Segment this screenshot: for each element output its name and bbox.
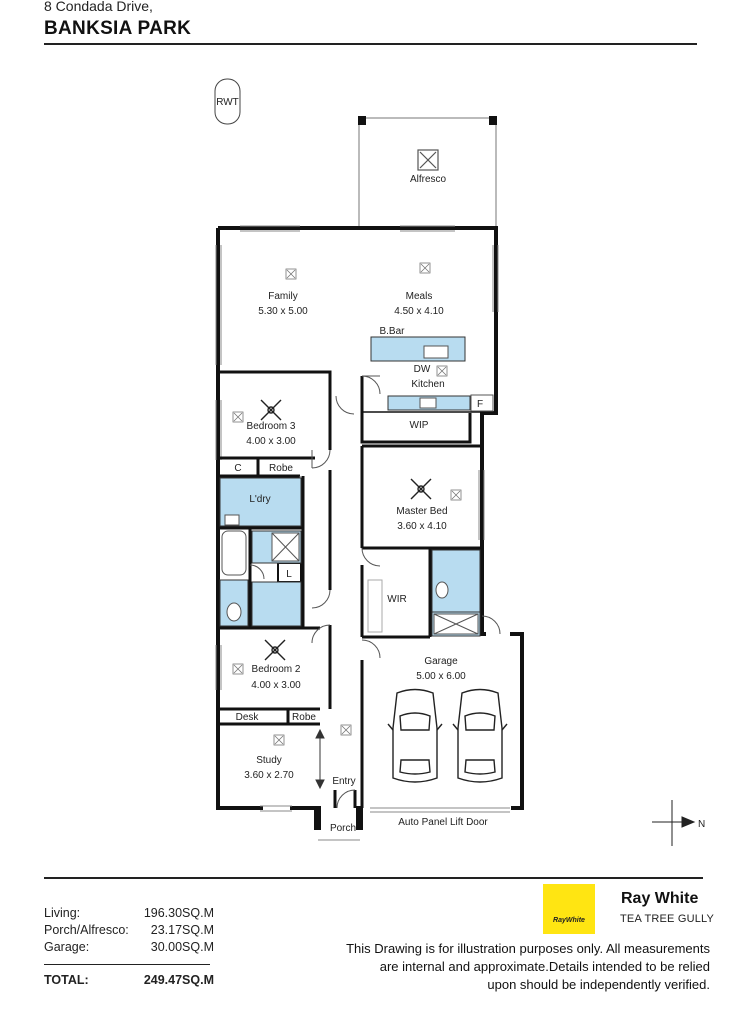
alfresco-fan-icon bbox=[417, 149, 439, 171]
porch-label: Porch bbox=[330, 823, 356, 834]
linen-l-label: L bbox=[286, 569, 292, 580]
area-value: 23.17SQ.M bbox=[150, 923, 214, 937]
area-row-porch: Porch/Alfresco: 23.17SQ.M bbox=[44, 923, 214, 939]
light-icons bbox=[232, 262, 462, 746]
meals-dim: 4.50 x 4.10 bbox=[394, 306, 444, 317]
meals-label: Meals bbox=[406, 291, 433, 302]
bedroom3-label: Bedroom 3 bbox=[247, 421, 296, 432]
disclaimer-line: This Drawing is for illustration purpose… bbox=[346, 941, 710, 956]
laundry-label: L'dry bbox=[249, 494, 270, 505]
linen-c-label: C bbox=[234, 463, 241, 474]
disclaimer-line: are internal and approximate.Details int… bbox=[379, 959, 710, 974]
study-dim: 3.60 x 2.70 bbox=[244, 770, 294, 781]
area-label: Garage: bbox=[44, 940, 90, 954]
fixtures bbox=[221, 345, 494, 635]
family-dim: 5.30 x 5.00 bbox=[258, 306, 308, 317]
study-label: Study bbox=[256, 755, 282, 766]
disclaimer: This Drawing is for illustration purpose… bbox=[318, 940, 710, 994]
porch-outline bbox=[314, 806, 363, 841]
north-arrow bbox=[652, 800, 696, 846]
robe2-label: Robe bbox=[292, 712, 316, 723]
car-icons bbox=[387, 688, 508, 783]
ceiling-fan-icons bbox=[260, 399, 432, 661]
agency-name: Ray White bbox=[621, 890, 699, 907]
entry-label: Entry bbox=[332, 776, 355, 787]
area-row-living: Living: 196.30SQ.M bbox=[44, 906, 214, 922]
alfresco-label: Alfresco bbox=[410, 174, 447, 185]
total-label: TOTAL: bbox=[44, 973, 89, 987]
robe3-label: Robe bbox=[269, 463, 293, 474]
windows bbox=[215, 225, 510, 813]
garage-label: Garage bbox=[424, 656, 458, 667]
ray-white-logo bbox=[543, 884, 595, 934]
street-address: 8 Condada Drive, bbox=[44, 0, 153, 14]
north-label: N bbox=[698, 819, 705, 830]
floor-plan: RWT Alfresco bbox=[214, 78, 705, 846]
dw-label: DW bbox=[414, 364, 431, 375]
area-value: 196.30SQ.M bbox=[143, 906, 214, 920]
fridge-label: F bbox=[477, 399, 483, 410]
lift-door-label: Auto Panel Lift Door bbox=[398, 817, 488, 828]
total-divider bbox=[44, 964, 210, 965]
kitchen-label: Kitchen bbox=[411, 379, 444, 390]
entry-arrow bbox=[315, 728, 325, 790]
wet-areas bbox=[219, 336, 481, 637]
bbar-label: B.Bar bbox=[379, 326, 405, 337]
garage-dim: 5.00 x 6.00 bbox=[416, 671, 466, 682]
bedroom2-dim: 4.00 x 3.00 bbox=[251, 680, 301, 691]
rwt-label: RWT bbox=[216, 97, 239, 108]
footer-divider bbox=[44, 877, 703, 879]
agency-office: TEA TREE GULLY bbox=[620, 913, 715, 925]
bedroom3-dim: 4.00 x 3.00 bbox=[246, 436, 296, 447]
disclaimer-line: upon should be independently verified. bbox=[487, 977, 710, 992]
suburb-title: BANKSIA PARK bbox=[44, 18, 192, 39]
alfresco-outline bbox=[358, 117, 497, 229]
desk-label: Desk bbox=[236, 712, 260, 723]
logo-text: RayWhite bbox=[553, 917, 585, 924]
wir-label: WIR bbox=[387, 594, 406, 605]
rainwater-tank bbox=[214, 78, 241, 125]
internal-walls bbox=[218, 370, 496, 808]
area-label: Living: bbox=[44, 906, 81, 920]
master-label: Master Bed bbox=[396, 506, 447, 517]
area-value: 30.00SQ.M bbox=[150, 940, 214, 954]
area-row-garage: Garage: 30.00SQ.M bbox=[44, 940, 214, 956]
family-label: Family bbox=[268, 291, 297, 302]
wip-label: WIP bbox=[410, 420, 429, 431]
master-dim: 3.60 x 4.10 bbox=[397, 521, 447, 532]
total-value: 249.47SQ.M bbox=[143, 973, 214, 987]
area-label: Porch/Alfresco: bbox=[44, 923, 129, 937]
kitchen-bench bbox=[370, 336, 466, 362]
bathroom-vanity bbox=[251, 581, 302, 627]
header-divider bbox=[44, 43, 697, 45]
area-row-total: TOTAL: 249.47SQ.M bbox=[44, 973, 214, 989]
ensuite-area bbox=[431, 549, 481, 613]
bedroom2-label: Bedroom 2 bbox=[252, 664, 301, 675]
